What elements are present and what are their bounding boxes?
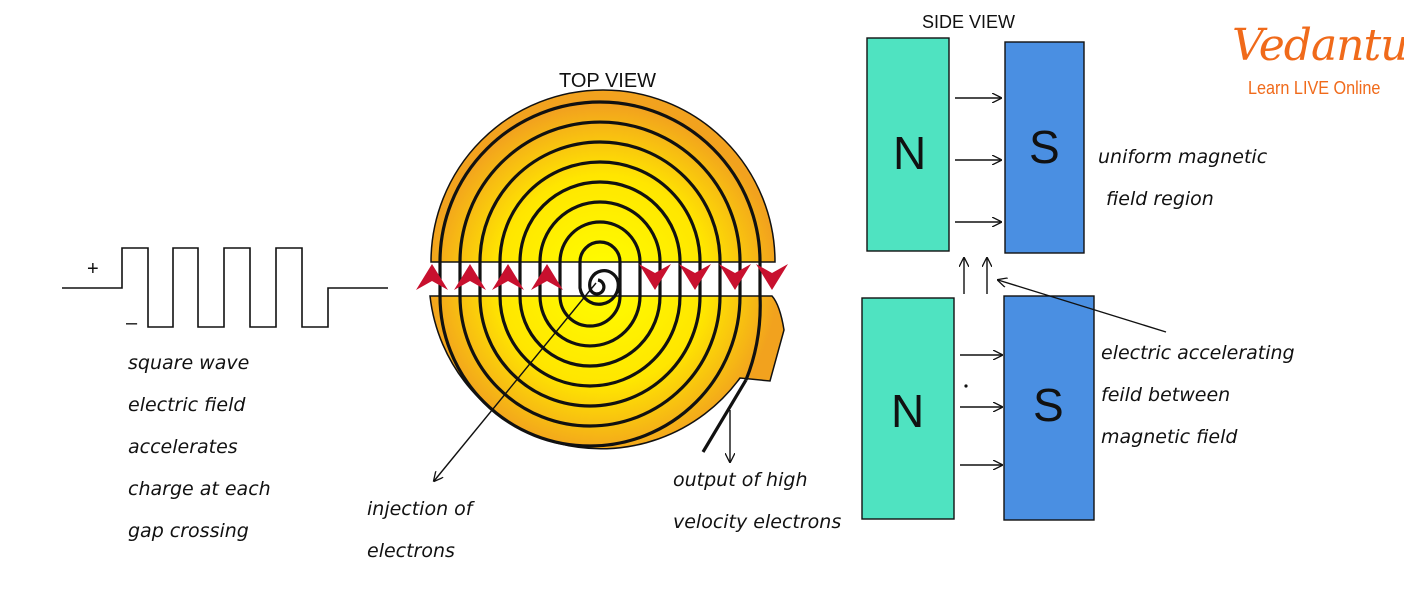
north-label-top: N <box>893 127 927 179</box>
down-arrow-icon <box>719 264 751 290</box>
south-pole-bottom <box>1003 295 1095 521</box>
up-arrow-icon <box>454 264 486 290</box>
top-view-title: TOP VIEW <box>559 70 657 92</box>
label-line: velocity electrons <box>673 511 842 533</box>
down-arrow-icon <box>679 264 711 290</box>
output-beam <box>701 379 748 453</box>
up-arrow-icon <box>416 264 448 290</box>
label-line: field region <box>1106 188 1214 210</box>
label-line: feild between <box>1101 384 1231 406</box>
label-line: electrons <box>367 540 455 562</box>
south-pole-top <box>1004 41 1085 254</box>
wave-plus: + <box>87 258 99 280</box>
label-line: accelerates <box>128 436 238 458</box>
north-label-bottom: N <box>891 385 925 437</box>
label-line: magnetic field <box>1101 426 1238 448</box>
wave-minus: – <box>126 312 138 334</box>
square-wave <box>62 247 388 328</box>
label-line: square wave <box>128 352 250 374</box>
label-line: gap crossing <box>128 520 249 542</box>
square-wave-label: square wave electric field accelerates c… <box>128 342 271 552</box>
north-pole-top <box>866 37 950 252</box>
spiral-path <box>438 100 762 448</box>
down-arrow-icon <box>756 264 788 290</box>
logo-tagline: Learn LIVE Online <box>1248 78 1381 98</box>
up-arrow-icon <box>492 264 524 290</box>
south-label-bottom: S <box>1033 379 1064 431</box>
output-label: output of high velocity electrons <box>673 459 841 543</box>
up-arrow-icon <box>531 264 563 290</box>
vedantu-logo: Vedantu Learn LIVE Online <box>1232 14 1404 99</box>
electric-field-label: electric accelerating feild between magn… <box>1101 332 1295 458</box>
south-label-top: S <box>1029 121 1060 173</box>
side-view-title: SIDE VIEW <box>922 12 1016 32</box>
lower-dee <box>429 295 785 450</box>
label-line: charge at each <box>128 478 271 500</box>
label-line: electric accelerating <box>1101 342 1295 364</box>
down-arrow-icon <box>639 264 671 290</box>
injection-pointer <box>434 282 597 481</box>
field-arrows <box>955 98 1167 465</box>
logo-brand: Vedantu <box>1232 20 1404 71</box>
injection-label: injection of electrons <box>367 488 472 572</box>
electron-spiral <box>438 100 762 448</box>
label-line: injection of <box>367 498 473 520</box>
label-line: uniform magnetic <box>1098 146 1268 168</box>
label-line: electric field <box>128 394 246 416</box>
north-pole-bottom <box>861 297 955 520</box>
gap-arrows <box>416 264 788 290</box>
label-line: output of high <box>673 469 808 491</box>
uniform-field-label: uniform magnetic field region <box>1098 136 1267 220</box>
